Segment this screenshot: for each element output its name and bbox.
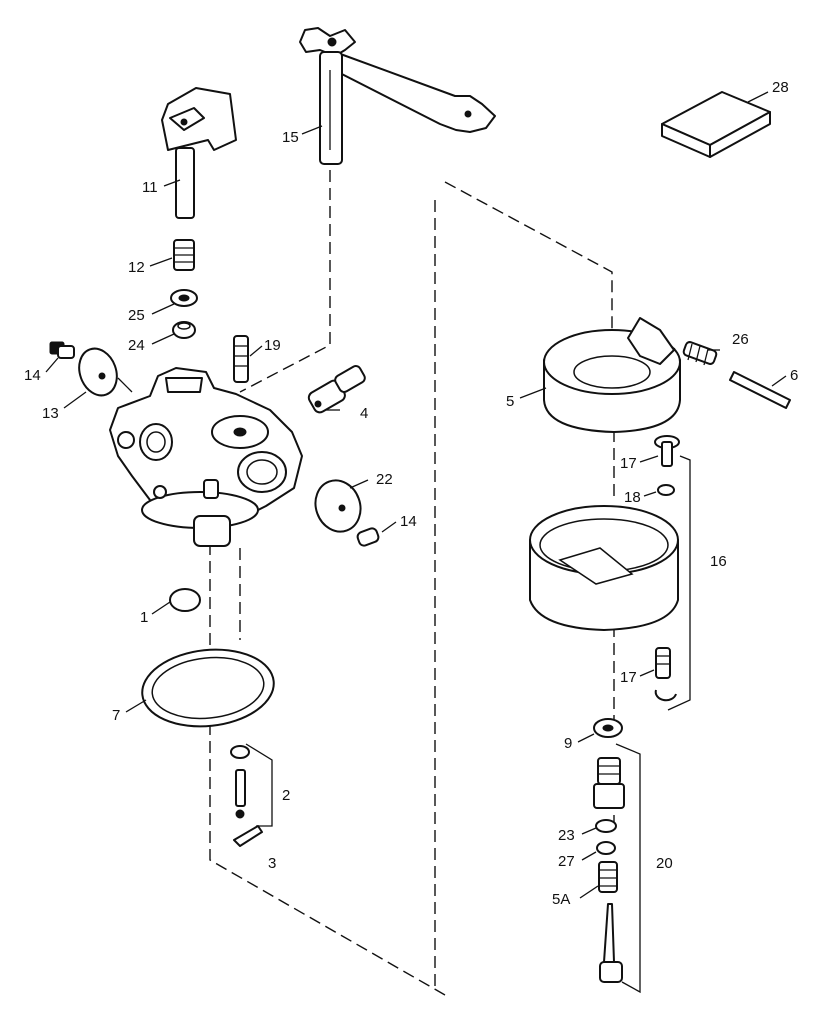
part-18-washer (657, 484, 675, 496)
callout-17-bottom: 17 (620, 669, 637, 686)
part-16-float-bowl (529, 505, 679, 631)
callout-14-right: 14 (400, 513, 417, 530)
part-19-screw (233, 335, 249, 383)
callout-14-left: 14 (24, 367, 41, 384)
part-24-seal (172, 321, 196, 339)
part-25-washer (170, 289, 198, 307)
part-27-washer (596, 841, 616, 855)
callout-9: 9 (564, 735, 572, 752)
callout-17-top: 17 (620, 455, 637, 472)
callout-2: 2 (282, 787, 290, 804)
part-23-o-ring (595, 819, 617, 833)
callout-4: 4 (360, 405, 368, 422)
part-15-throttle-lever (299, 27, 496, 165)
part-12-spring (173, 239, 195, 271)
callout-6: 6 (790, 367, 798, 384)
part-22-plate (314, 479, 362, 533)
callout-7: 7 (112, 707, 120, 724)
callout-15: 15 (282, 129, 299, 146)
part-17-spring-lower (654, 647, 677, 702)
part-9-washer (593, 718, 623, 738)
needle-screw (599, 903, 623, 983)
callout-25: 25 (128, 307, 145, 324)
callout-23: 23 (558, 827, 575, 844)
callout-18: 18 (624, 489, 641, 506)
part-1-cap (169, 588, 201, 612)
part-17-screw-top (654, 435, 680, 467)
callout-28: 28 (772, 79, 789, 96)
part-3-clip (233, 825, 263, 847)
leader-lines (45, 91, 787, 899)
callout-26: 26 (732, 331, 749, 348)
callout-22: 22 (376, 471, 393, 488)
callout-24: 24 (128, 337, 145, 354)
part-13-plate-left (78, 347, 118, 397)
part-6-pin (729, 371, 791, 409)
part-14-screw-right (356, 527, 380, 547)
callout-27: 27 (558, 853, 575, 870)
part-2-needle-valve (230, 745, 250, 819)
assembly-dashed-lines (209, 170, 681, 996)
callout-5A: 5A (552, 891, 570, 908)
part-28-pad (661, 91, 771, 158)
part-5-float (543, 317, 681, 433)
part-14-screw-left (49, 341, 75, 359)
callout-3: 3 (268, 855, 276, 872)
callout-1: 1 (140, 609, 148, 626)
part-20-needle-assembly (593, 757, 625, 809)
part-4-fitting (307, 365, 366, 414)
callout-5: 5 (506, 393, 514, 410)
part-11-choke-shaft (161, 87, 237, 219)
part-5A-spring (598, 861, 618, 893)
callout-19: 19 (264, 337, 281, 354)
callout-11: 11 (142, 179, 158, 196)
callout-16: 16 (710, 553, 727, 570)
part-26-spring (682, 341, 718, 366)
carburetor-body (109, 367, 303, 547)
part-7-gasket (141, 648, 275, 728)
callout-20: 20 (656, 855, 673, 872)
callout-13: 13 (42, 405, 59, 422)
group-brackets (245, 455, 691, 994)
callout-labels: 28 15 11 12 25 24 19 14 13 4 22 14 1 7 2… (24, 79, 798, 908)
callout-12: 12 (128, 259, 145, 276)
